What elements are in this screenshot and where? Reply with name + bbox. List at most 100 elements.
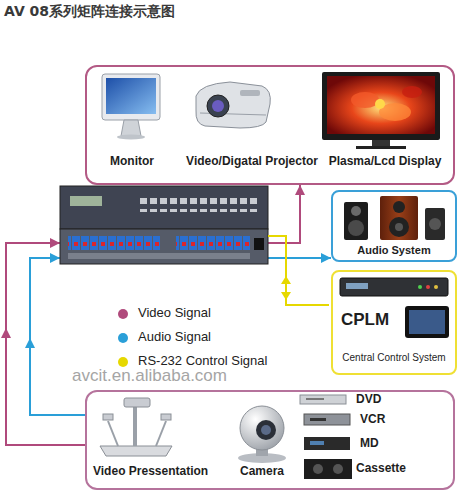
control-system-box: CPLM Central Control System [331, 270, 457, 375]
matrix-switcher [176, 236, 250, 250]
document-camera-icon [124, 398, 150, 407]
camera-icon [240, 406, 284, 450]
signal-arrowheads [50, 253, 60, 263]
device-caption: Cassette [356, 462, 406, 476]
matrix-switcher [70, 196, 102, 206]
matrix-switcher [140, 195, 260, 212]
device-caption: Plasma/Lcd Display [329, 155, 442, 169]
control-system-icons [418, 285, 422, 289]
legend-swatch [118, 309, 128, 319]
plasma-display-icon [351, 92, 379, 108]
speaker-icons [395, 223, 403, 231]
device-caption: DVD [356, 393, 381, 407]
plasma-display-icon [356, 146, 406, 149]
device-caption: Central Control System [342, 352, 445, 364]
matrix-switcher [60, 186, 268, 264]
media-player-icons [306, 398, 324, 400]
camera-icon [238, 406, 286, 463]
video-signal-line [6, 185, 300, 445]
legend-swatch [118, 333, 128, 343]
camera-icon [261, 425, 271, 435]
rs232-wire [281, 292, 291, 300]
monitor-icon [121, 120, 141, 136]
speaker-icons [425, 208, 445, 240]
document-camera-icon [108, 421, 118, 446]
product-name: CPLM [341, 310, 389, 330]
device-caption: Video Pressentation [93, 465, 208, 479]
monitor-icon [102, 74, 160, 120]
watermark: avcit.en.alibaba.com [72, 366, 227, 386]
media-player-icons [310, 418, 326, 421]
speaker-icons [348, 220, 364, 236]
plasma-display-icon [375, 99, 385, 109]
device-caption: VCR [360, 413, 385, 427]
control-system-icons [340, 278, 449, 338]
media-player-icons [300, 395, 352, 479]
media-player-icons [313, 464, 323, 474]
plasma-display-icon [372, 140, 390, 146]
rs232-wire [268, 236, 329, 305]
speaker-icons [429, 218, 441, 230]
device-caption: Audio System [357, 244, 430, 257]
document-camera-icon [161, 414, 171, 420]
projector-icon [240, 90, 260, 96]
plasma-display-icon [322, 72, 440, 149]
document-camera-icon [100, 398, 172, 456]
device-caption: Camera [240, 465, 284, 479]
diagram-title: AV 08系列矩阵连接示意图 [4, 3, 175, 19]
legend-row: Audio Signal [118, 328, 211, 346]
signal-arrowheads [50, 238, 60, 248]
speaker-icons [351, 206, 361, 216]
legend-row: Video Signal [118, 304, 211, 322]
speaker-icons [344, 196, 445, 240]
source-group-panel: Video Pressentation Camera DVD VCR MD Cassett… [85, 390, 455, 490]
display-group-panel: Monitor Video/Digatal Projector Plasma/Lcd… [85, 65, 455, 185]
projector-icon [196, 82, 270, 128]
projector-icon [196, 82, 270, 128]
document-camera-icon [133, 404, 137, 446]
legend-text: Video Signal [138, 305, 211, 320]
legend-text: RS-232 Control Signal [138, 353, 267, 368]
plasma-display-icon [327, 76, 435, 134]
speaker-icons [389, 217, 409, 237]
monitor-icon [117, 135, 145, 140]
legend-swatch [118, 357, 128, 367]
control-system-icons [405, 306, 449, 338]
matrix-switcher [60, 186, 268, 229]
matrix-switcher [68, 253, 250, 259]
media-player-icons [304, 437, 350, 450]
speaker-icons [380, 196, 418, 240]
control-system-icons [434, 285, 438, 289]
device-caption: Monitor [110, 155, 154, 169]
speaker-icons [344, 202, 368, 240]
plasma-display-icon [402, 86, 422, 98]
control-system-icons [346, 283, 368, 289]
device-caption: MD [360, 437, 379, 451]
matrix-switcher [68, 236, 160, 250]
media-player-icons [300, 395, 346, 404]
legend-text: Audio Signal [138, 329, 211, 344]
media-player-icons [304, 459, 352, 479]
signal-arrowheads [1, 328, 11, 338]
media-player-icons [310, 441, 324, 445]
control-system-icons [340, 278, 448, 296]
speaker-icons [393, 201, 405, 213]
monitor-icon [106, 78, 156, 114]
projector-icon [212, 100, 224, 112]
signal-arrowheads [1, 238, 60, 348]
media-player-icons [304, 414, 350, 425]
signal-arrowheads [25, 338, 35, 348]
matrix-switcher [254, 238, 264, 250]
rs232-wire [268, 236, 329, 305]
document-camera-icon [100, 446, 172, 456]
device-caption: Video/Digatal Projector [186, 155, 318, 169]
projector-icon [207, 95, 229, 117]
document-camera-icon [156, 421, 166, 446]
matrix-switcher [60, 229, 268, 264]
rs232-wire [281, 276, 291, 284]
monitor-icon [102, 74, 160, 140]
audio-system-box: Audio System [331, 190, 457, 262]
legend-row: RS-232 Control Signal [118, 352, 267, 370]
media-player-icons [333, 464, 343, 474]
